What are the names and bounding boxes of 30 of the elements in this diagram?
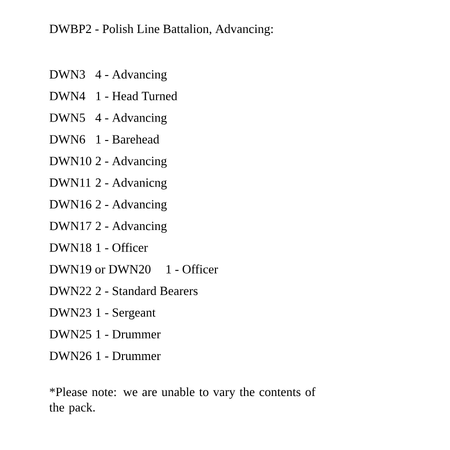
item-description: 1 - Drummer <box>96 352 161 360</box>
item-description: 4 - Advancing <box>95 70 167 82</box>
item-code: DWN11 <box>50 178 90 187</box>
item-description: 2 - Advancing <box>96 200 167 212</box>
item-code: DWN18 <box>50 243 92 252</box>
item-description: 2 - Advanicng <box>96 178 167 190</box>
item-description: 1 - Drummer <box>96 330 161 338</box>
item-description: 1 - Head Turned <box>96 91 178 100</box>
item-code: DWN25 <box>50 330 92 338</box>
item-description: 2 - Standard Bearers <box>96 286 198 296</box>
item-code: DWN26 <box>50 352 92 360</box>
item-code: DWN6 <box>50 135 86 144</box>
item-code: DWN22 <box>50 286 92 296</box>
item-description: 2 - Advancing <box>96 221 167 233</box>
item-code: DWN19 or DWN20 <box>50 265 151 274</box>
item-code: DWN4 <box>50 92 86 100</box>
item-code: DWN16 <box>50 200 92 209</box>
note: *Please note: we are unable to vary the contents of the pack. <box>49 387 316 414</box>
item-description: 4 - Advancing <box>95 113 167 124</box>
item-code: DWN23 <box>50 308 92 317</box>
item-code: DWN3 <box>50 70 85 79</box>
item-code: DWN5 <box>50 114 85 122</box>
heading: DWBP2 - Polish Line Battalion, Advancing: <box>50 24 273 36</box>
item-description: 2 - Advancing <box>96 156 167 168</box>
item-description: 1 - Barehead <box>96 134 160 144</box>
item-description: 1 - Officer <box>166 264 218 274</box>
item-description: 1 - Sergeant <box>96 308 156 320</box>
item-code: DWN10 <box>50 156 92 166</box>
item-description: 1 - Officer <box>96 242 148 252</box>
item-code: DWN17 <box>50 222 92 230</box>
